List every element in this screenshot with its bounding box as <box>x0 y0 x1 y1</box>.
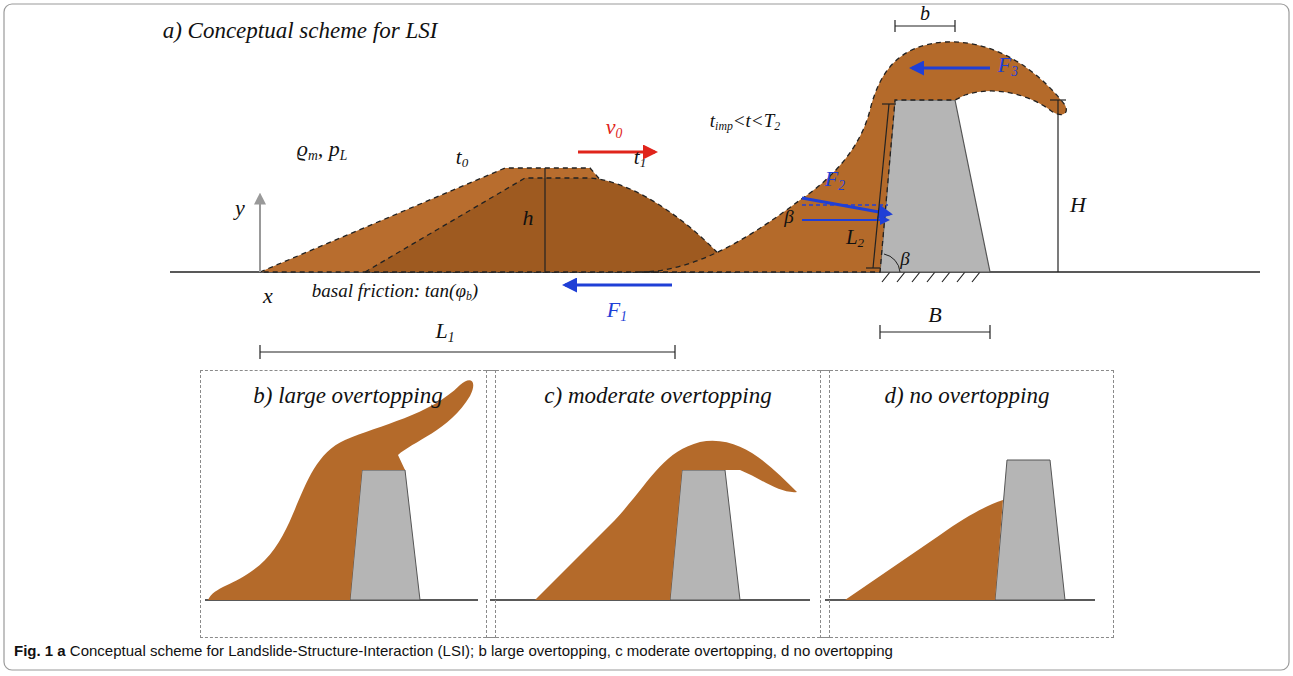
figure-label: h <box>523 207 534 229</box>
panel-title: c) moderate overtopping <box>487 383 829 409</box>
overtop-arrow <box>912 67 990 70</box>
figure-label: y <box>235 197 245 219</box>
figure-label: x <box>263 285 273 307</box>
figure-label: t0 <box>456 147 468 170</box>
panel-box: d) no overtopping <box>820 370 1114 638</box>
panel-title: d) no overtopping <box>821 383 1113 409</box>
figure-label: timp<t<T2 <box>710 111 780 133</box>
friction-arrow <box>565 284 672 287</box>
figure-frame <box>4 4 1289 670</box>
l2-dimension <box>866 104 896 268</box>
structure <box>350 470 420 600</box>
landslide <box>845 500 1003 600</box>
y-axis <box>259 195 261 272</box>
structure <box>670 470 740 600</box>
figure-label: basal friction: tan(φb) <box>312 281 478 303</box>
figure-label: b <box>920 3 930 23</box>
figure-label: F3 <box>998 54 1018 79</box>
figure-caption: Fig. 1 a Conceptual scheme for Landslide… <box>14 642 1279 659</box>
panel-title: a) Conceptual scheme for LSI <box>163 19 438 42</box>
panel-box: b) large overtopping <box>200 370 496 638</box>
angle-arc <box>884 254 900 272</box>
figure-label: L2 <box>846 227 864 250</box>
landslide-t1 <box>365 178 735 272</box>
h-dimension <box>1050 100 1066 272</box>
landslide <box>208 380 473 600</box>
h-line <box>544 168 545 272</box>
figure-label: v0 <box>606 116 623 141</box>
figure-label: β <box>900 249 909 268</box>
panel-box: c) moderate overtopping <box>486 370 830 638</box>
structure <box>880 100 990 272</box>
figure-label: β <box>784 207 793 226</box>
velocity-arrow <box>578 151 655 154</box>
figure-label: H <box>1070 194 1086 216</box>
ground-hatch <box>882 272 980 282</box>
impact-arrow-horizontal <box>802 219 888 221</box>
figure-label: t1 <box>634 147 646 170</box>
figure-label: F1 <box>607 299 627 324</box>
impact-arrow <box>802 198 890 214</box>
figure-label: F2 <box>825 168 845 193</box>
landslide <box>535 441 797 600</box>
structure <box>995 460 1065 600</box>
figure-label: ϱm, pL <box>297 138 348 163</box>
panel-title: b) large overtopping <box>201 383 495 409</box>
l1-dimension <box>260 345 675 359</box>
landslide-impact <box>640 42 1066 272</box>
figure-label: B <box>928 304 941 326</box>
figure-label: L1 <box>435 320 454 345</box>
b-base-dimension <box>880 325 990 339</box>
